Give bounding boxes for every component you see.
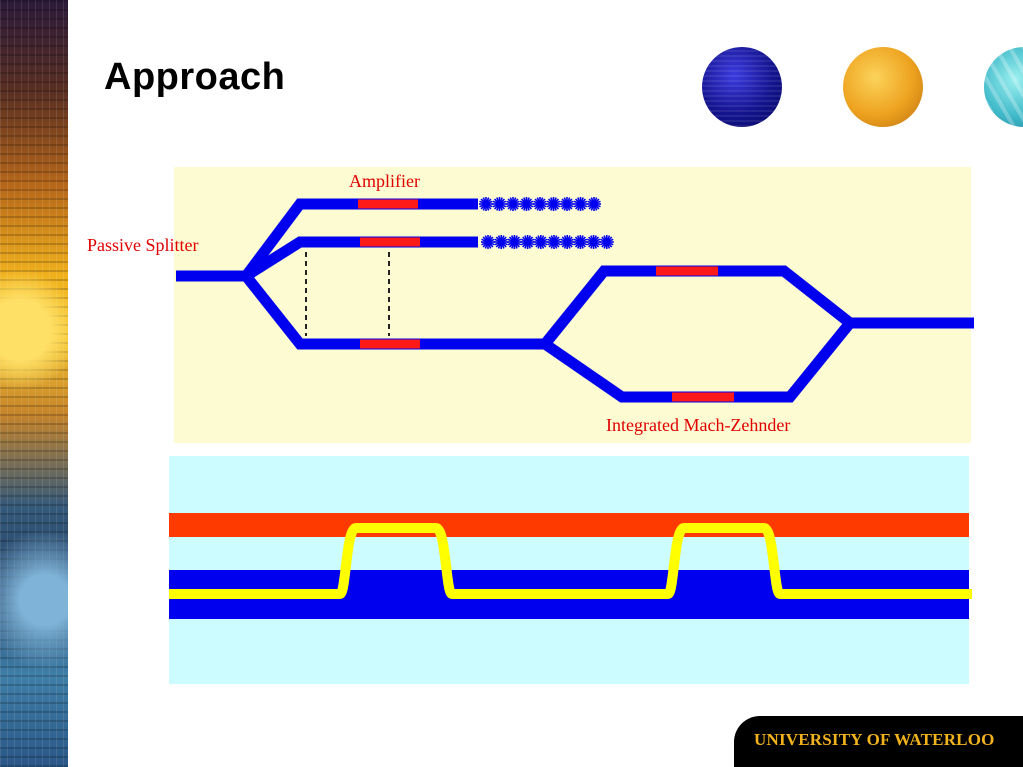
starburst-mark	[479, 197, 493, 211]
upper-arm-waveguide	[241, 198, 478, 280]
starburst-mark	[560, 197, 574, 211]
page-title: Approach	[104, 56, 286, 98]
mach-zehnder-label: Integrated Mach-Zehnder	[606, 415, 790, 435]
starburst-mark	[573, 197, 588, 211]
amplifier-label: Amplifier	[349, 171, 420, 191]
blue-orb-decoration	[702, 47, 782, 127]
amplifier-sections	[358, 199, 734, 402]
top-layer-band	[169, 513, 969, 537]
starburst-mark	[560, 235, 575, 249]
starburst-mark	[599, 235, 614, 249]
output-starburst-upper	[479, 197, 601, 211]
starburst-mark	[519, 197, 534, 211]
passive-splitter-label: Passive Splitter	[87, 235, 199, 255]
decorative-side-strip	[0, 0, 68, 767]
starburst-mark	[586, 235, 601, 249]
starburst-mark	[533, 235, 548, 249]
coupling-dashes	[305, 252, 390, 336]
starburst-mark	[533, 197, 547, 211]
signal-path	[169, 523, 972, 599]
output-starburst-middle	[481, 235, 614, 249]
lower-arm-waveguide	[241, 272, 545, 350]
starburst-mark	[494, 235, 509, 249]
university-footer: UNIVERSITY OF WATERLOO	[754, 730, 995, 749]
starburst-mark	[481, 235, 495, 249]
starburst-mark	[507, 235, 522, 249]
starburst-mark	[547, 235, 561, 249]
starburst-mark	[573, 235, 588, 249]
orange-orb-decoration	[843, 47, 923, 127]
starburst-mark	[492, 197, 507, 211]
footer-badge	[734, 716, 1023, 767]
starburst-mark	[546, 197, 561, 211]
starburst-mark	[520, 235, 535, 249]
starburst-mark	[506, 197, 520, 211]
starburst-mark	[587, 197, 601, 211]
